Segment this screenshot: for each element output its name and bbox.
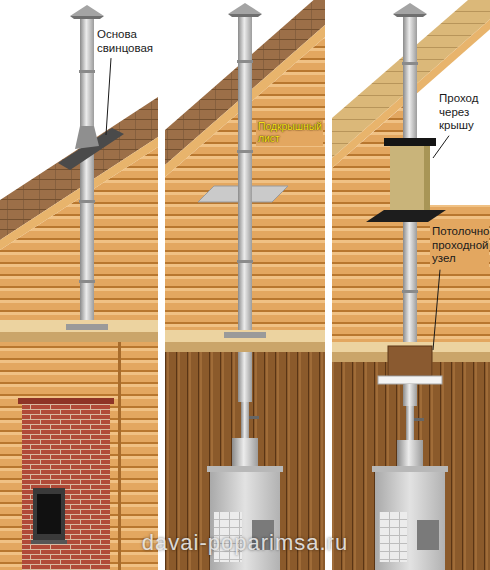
panel-underroof-sheet [165,0,325,570]
room-log-wall [0,342,158,570]
ceiling-slab [0,320,158,332]
damper-handle [249,416,259,419]
pipe-joint [402,290,418,293]
ceiling-edge [165,342,325,352]
ceiling-passage-unit [388,346,432,376]
panel-roof-passage [332,0,490,570]
part-label: Основа свинцовая [97,28,158,55]
stove-top [207,466,283,472]
chimney-pipe [238,16,252,336]
leader-line [433,270,440,350]
stove-door [33,488,65,540]
roof-shingles [0,97,158,240]
door-glass [37,494,61,534]
ceiling-plate [66,324,108,330]
stove-door [417,520,439,550]
wall-corner [118,342,121,570]
chimney-pipe [238,352,252,402]
leader-line [106,58,111,135]
heat-exchanger [397,440,423,470]
chimney-cap [70,5,104,16]
chimney-cap [393,3,427,14]
panel-lead-base [0,5,158,570]
pipe-neck [241,402,249,438]
ceiling-plate [224,332,266,338]
door-sill [31,540,67,544]
fireplace-top [18,398,114,404]
cap-rim [393,14,427,17]
passage-bottom-plate [366,210,446,222]
part-label: Потолочно проходной узел [430,224,489,267]
heat-exchanger [232,438,258,470]
pipe-joint [79,200,95,203]
sauna-stove [375,472,445,570]
pipe-joint [237,60,253,63]
cap-rim [228,14,262,17]
sauna-stove [210,472,280,570]
part-label: Подкрышный лист [256,120,323,146]
pipe-joint [79,70,95,73]
roof-passage-box [390,146,430,210]
stove-stones [379,512,407,562]
chimney-pipe [403,384,417,406]
pipe-joint [402,62,418,65]
room-plank-wall [332,362,490,570]
pipe-neck [406,406,414,440]
unit-plate [378,376,442,384]
stove-top [372,466,448,472]
chimney-pipe [80,18,94,328]
pipe-joint [237,260,253,263]
passage-shade [424,146,430,210]
flashing-cone [75,126,99,149]
brick-fireplace [22,404,110,570]
watermark: davai-poparimsa.ru [95,530,395,556]
ceiling-slab [165,330,325,342]
leader-line [433,136,449,158]
passage-top-plate [384,138,436,146]
chimney-cap [228,3,262,14]
roof-sheathing [332,0,490,158]
pipe-joint [237,150,253,153]
damper-handle [414,418,424,421]
cap-rim [70,16,104,19]
ceiling-edge [0,332,158,342]
roof-rafter [332,0,490,168]
chimney-pipe [403,16,417,140]
pipe-joint [79,280,95,283]
part-label: Проход через крышу [439,92,489,133]
chimney-pipe [403,222,417,346]
